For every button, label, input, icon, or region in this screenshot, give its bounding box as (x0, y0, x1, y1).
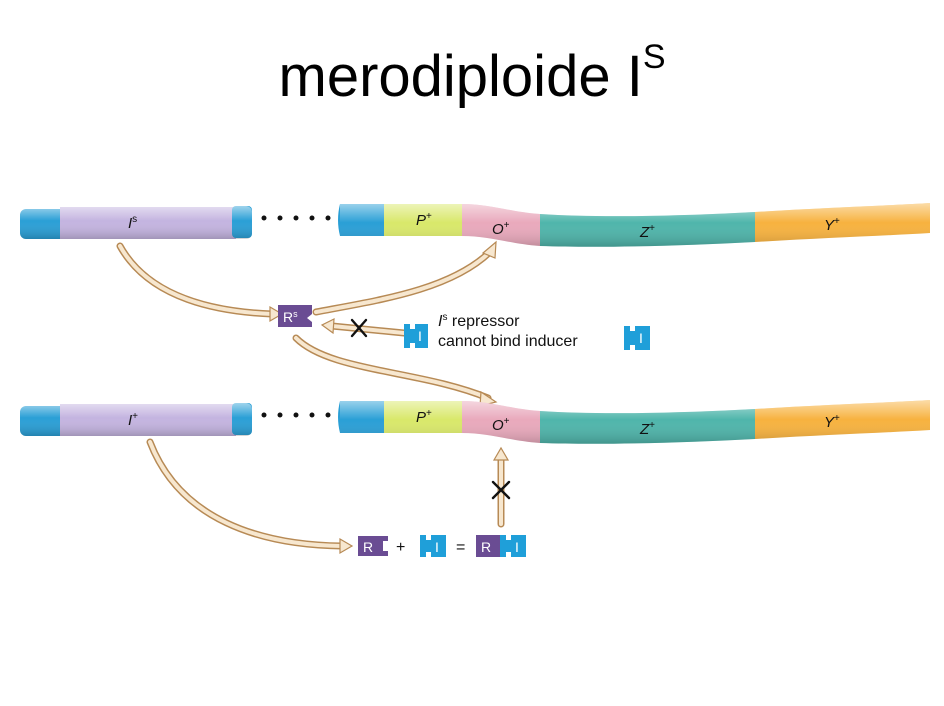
repressor-note: Is repressor cannot bind inducer (438, 312, 578, 350)
top-i-gene-label: Is (128, 214, 137, 232)
top-regulator-segment: Is (20, 206, 252, 239)
bottom-regulator-segment: I+ (20, 403, 252, 436)
arrow-is-gene-to-repressor (116, 242, 284, 323)
equation-complex-box: R I (476, 535, 526, 557)
inducer-left-label: I (418, 328, 422, 344)
bottom-arrows (146, 438, 510, 555)
top-operator-label: O+ (492, 220, 510, 238)
equation-complex-r: R (481, 539, 491, 555)
repressor-inducer-equation: R + I = R I (358, 535, 526, 557)
equation-inducer-label: I (435, 539, 439, 555)
blocked-x-mark-bottom (491, 480, 511, 500)
title-superscript: S (642, 38, 666, 76)
title-text: merodiploide I (278, 44, 643, 109)
bottom-spacer-dots (261, 412, 331, 418)
bottom-operon-segment: P+ O+ Z+ Y+ (338, 400, 930, 444)
equation-plus: + (396, 539, 405, 556)
equation-complex-i: I (515, 539, 519, 555)
top-y-gene-label: Y+ (824, 216, 840, 234)
repressor-s-label: Rs (283, 309, 298, 325)
bottom-operator-label: O+ (492, 416, 510, 434)
slide-title: merodiploide IS (0, 40, 944, 106)
inducer-right-label: I (639, 330, 643, 346)
bottom-y-gene-label: Y+ (824, 413, 840, 431)
arrow-repressor-to-top-operator (312, 240, 497, 316)
equation-equals: = (456, 539, 465, 556)
bottom-i-gene-label: I+ (128, 411, 138, 429)
top-operon-segment: P+ O+ Z+ Y+ (338, 203, 930, 247)
equation-inducer-box: I (420, 535, 446, 557)
blocked-x-mark-top (350, 318, 368, 338)
bottom-chromosome: I+ P+ O+ Z+ Y+ (20, 400, 930, 444)
equation-repressor-label: R (363, 539, 373, 555)
top-spacer-dots (261, 215, 331, 221)
top-arrows (116, 240, 498, 407)
note-line-1: Is repressor (438, 312, 520, 330)
top-z-gene-label: Z+ (639, 223, 655, 241)
inducer-box-left: I (404, 324, 428, 348)
arrow-repressor-to-bottom-operator (292, 334, 498, 407)
arrow-inducer-blocked (320, 317, 408, 337)
bottom-z-gene-label: Z+ (639, 420, 655, 438)
bottom-promoter-label: P+ (416, 408, 432, 426)
arrow-i-plus-gene-to-repressor (146, 438, 354, 555)
inducer-box-right: I (624, 326, 650, 350)
note-line-2: cannot bind inducer (438, 333, 578, 350)
top-promoter-label: P+ (416, 211, 432, 229)
equation-repressor-box: R (358, 536, 388, 556)
repressor-s-box: Rs (278, 305, 312, 327)
top-chromosome: Is P+ O+ Z+ Y+ (20, 203, 930, 247)
